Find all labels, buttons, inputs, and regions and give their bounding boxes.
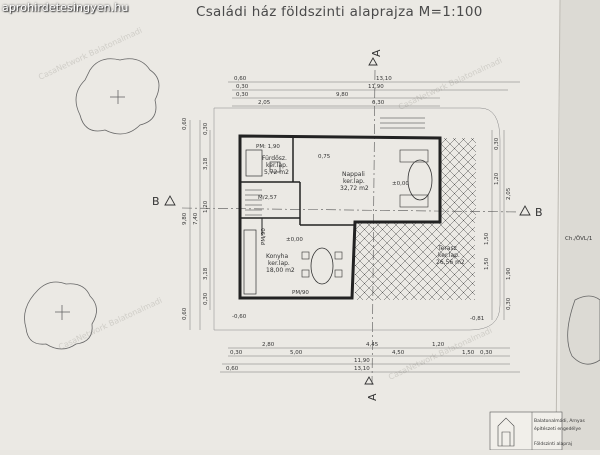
dim-text: 2,05 — [506, 187, 512, 200]
dining-table-symbol — [310, 247, 334, 285]
dim-text: 0,30 — [236, 84, 249, 90]
tree-symbol-bottom-left — [24, 281, 97, 350]
sofa-symbol — [399, 149, 429, 163]
svg-text:ker.lap.: ker.lap. — [343, 178, 365, 185]
dim-text: 4,45 — [366, 342, 379, 348]
dim-text: 0,60 — [182, 307, 188, 320]
dim-text: 5,00 — [290, 350, 303, 356]
svg-text:Földszinti alapraj: Földszinti alapraj — [534, 441, 572, 447]
dim-text: 1,90 — [506, 267, 512, 280]
level-label: -0,81 — [470, 316, 484, 322]
dim-text: 0,30 — [230, 350, 243, 356]
terrace-side-hatch — [440, 138, 476, 222]
bathtub-symbol — [245, 149, 263, 177]
living-table-symbol — [407, 159, 433, 201]
svg-text:Terasz: Terasz — [437, 245, 457, 252]
dim-text: 9,80 — [182, 212, 188, 225]
dim-text: 9,80 — [336, 92, 349, 98]
window-label: PM/90 — [292, 290, 309, 296]
stair-symbol — [245, 117, 425, 216]
section-mark-a-bottom: A — [364, 376, 379, 401]
svg-text:Balatonalmádi, Arnyas: Balatonalmádi, Arnyas — [534, 417, 585, 424]
dim-text: 0,30 — [203, 122, 209, 135]
dim-text: 2,80 — [262, 342, 275, 348]
room-label-living: Nappali ker.lap. 32,72 m2 — [340, 171, 369, 192]
sofa-symbol — [399, 194, 429, 208]
dim-text: 3,18 — [203, 157, 209, 170]
svg-text:ker.lap.: ker.lap. — [266, 162, 288, 169]
svg-text:Konyha: Konyha — [266, 253, 288, 260]
section-mark-a-top: A — [368, 49, 383, 66]
dim-text: 6,30 — [372, 100, 385, 106]
stair-label: M/2,57 — [258, 195, 277, 201]
dim-text: 0,75 — [318, 154, 331, 160]
dim-text: 0,30 — [494, 137, 500, 150]
toilet-symbol — [269, 161, 281, 173]
dim-text: 0,30 — [480, 350, 493, 356]
dim-text: 1,20 — [203, 200, 209, 213]
level-label: ±0,00 — [286, 237, 303, 243]
svg-text:18,00 m2: 18,00 m2 — [266, 267, 295, 274]
svg-text:Fürdősz.: Fürdősz. — [262, 155, 287, 162]
dim-text: 7,40 — [193, 212, 199, 225]
room-label-bathroom: Fürdősz. ker.lap. 5,72 m2 — [262, 155, 289, 176]
kitchen-counter — [243, 229, 257, 295]
dim-text: 13,10 — [354, 366, 370, 372]
dim-text: 1,50 — [484, 257, 490, 270]
section-mark-b-left: B — [152, 195, 176, 208]
dim-text: 13,10 — [376, 76, 392, 82]
svg-text:ker.lap.: ker.lap. — [268, 260, 290, 267]
svg-text:32,72 m2: 32,72 m2 — [340, 185, 369, 192]
dim-text: 0,60 — [234, 76, 247, 82]
title-block: Balatonalmádi, Arnyas építészeti engedél… — [489, 411, 585, 451]
section-letter: B — [535, 206, 543, 219]
room-label-terrace: Terasz ker.lap. 26,56 m2 — [436, 245, 465, 266]
section-letter: A — [370, 49, 383, 57]
dim-text: 0,30 — [236, 92, 249, 98]
watermark: aprohirdetesingyen.hu — [2, 1, 129, 14]
section-letter: A — [366, 393, 379, 401]
dim-text: 11,90 — [368, 84, 384, 90]
building-walls — [238, 134, 442, 300]
dim-text: 0,30 — [506, 297, 512, 310]
dim-text: 0,30 — [203, 292, 209, 305]
dim-text: 0,60 — [182, 117, 188, 130]
dim-text: 11,90 — [354, 358, 370, 364]
side-note: Ch./ÖVL/1 — [565, 235, 592, 242]
dim-text: 2,05 — [258, 100, 271, 106]
dimension-lines — [189, 81, 520, 373]
terrace-hatch — [355, 222, 475, 300]
dim-text: 1,50 — [462, 350, 475, 356]
svg-text:építészeti engedélye: építészeti engedélye — [534, 425, 581, 432]
svg-text:26,56 m2: 26,56 m2 — [436, 259, 465, 266]
section-mark-b-right: B — [519, 205, 543, 219]
dim-text: 1,20 — [432, 342, 445, 348]
window-label: PM/90 — [261, 228, 267, 245]
dim-text: 1,50 — [484, 232, 490, 245]
window-label: PM: 1,90 — [256, 144, 280, 150]
drawing-title: Családi ház földszinti alaprajza M=1:100 — [196, 4, 483, 20]
dim-text: 3,18 — [203, 267, 209, 280]
svg-text:5,72 m2: 5,72 m2 — [264, 169, 289, 176]
dim-text: 4,50 — [392, 350, 405, 356]
svg-text:ker.lap.: ker.lap. — [438, 252, 460, 259]
tree-symbol-top-left — [75, 58, 160, 135]
dim-text: 0,60 — [226, 366, 239, 372]
building-logo-icon — [497, 417, 515, 447]
tree-symbol-right — [567, 295, 600, 365]
svg-text:Nappali: Nappali — [342, 171, 365, 178]
section-letter: B — [152, 195, 160, 208]
room-label-kitchen: Konyha ker.lap. 18,00 m2 — [266, 253, 295, 274]
level-label: -0,60 — [232, 314, 247, 320]
dim-text: 1,20 — [494, 172, 500, 185]
level-label: ±0,00 — [392, 181, 409, 187]
